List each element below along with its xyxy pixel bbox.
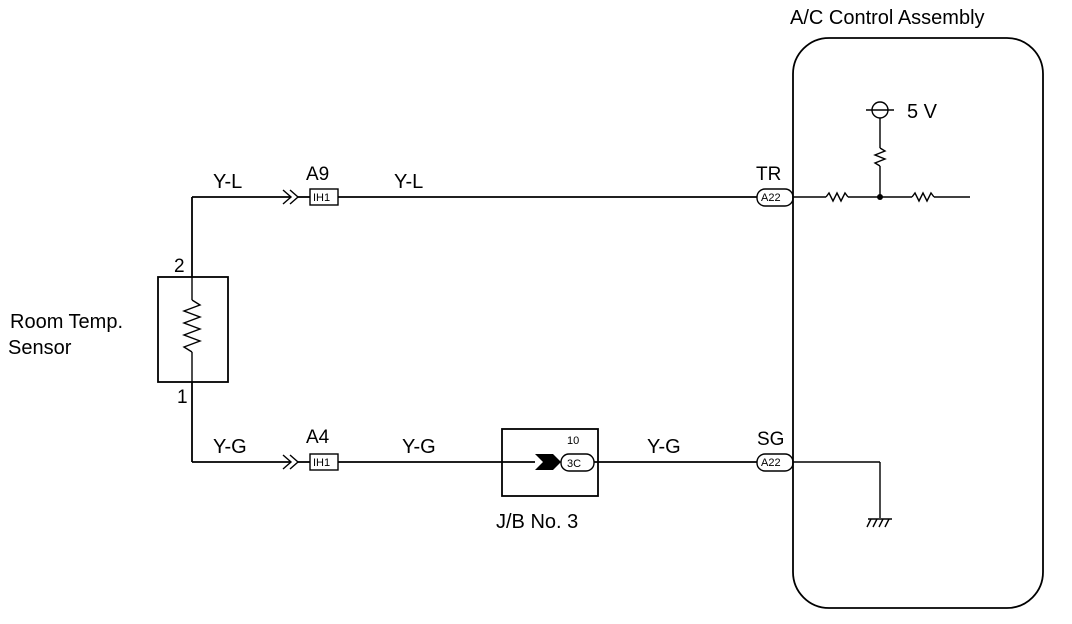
jb-connector-code: 3C: [567, 458, 581, 470]
connector-a4-code: IH1: [313, 457, 330, 469]
thermistor-icon: [182, 299, 202, 353]
wire-bottom-right-color: Y-G: [647, 436, 681, 458]
connector-tr-label: TR: [756, 164, 781, 185]
connector-sg-code: A22: [761, 457, 781, 469]
ground-icon: [866, 518, 892, 528]
connector-tr-code: A22: [761, 192, 781, 204]
sensor-name-line2: Sensor: [8, 337, 72, 359]
wire-bottom-mid-color: Y-G: [402, 436, 436, 458]
connector-a9-label: A9: [306, 164, 329, 185]
connector-tr-pin: [756, 188, 794, 207]
connector-a9-code: IH1: [313, 192, 330, 204]
series-resistor-2-icon: [911, 191, 935, 203]
supply-voltage-label: 5 V: [907, 101, 938, 123]
ac-control-assembly-box: [792, 37, 1044, 609]
pullup-resistor-icon: [873, 147, 887, 167]
jb-pin-number: 10: [567, 435, 579, 447]
sensor-pin-1: 1: [177, 387, 188, 408]
connector-a4-label: A4: [306, 427, 330, 448]
supply-5v-icon: [866, 101, 894, 119]
junction-block-name: J/B No. 3: [496, 511, 578, 533]
wire-top-right-color: Y-L: [394, 171, 423, 193]
wire-bottom-left-color: Y-G: [213, 436, 247, 458]
sensor-name-line1: Room Temp.: [10, 311, 123, 333]
wire-top-left-color: Y-L: [213, 171, 242, 193]
series-resistor-1-icon: [825, 191, 849, 203]
connector-sg-label: SG: [757, 429, 784, 450]
connector-sg-pin: [756, 453, 794, 472]
jb-connector-arrow-icon: [535, 454, 561, 470]
room-temp-sensor-box: [157, 276, 229, 383]
assembly-title: A/C Control Assembly: [790, 7, 985, 29]
sensor-pin-2: 2: [174, 256, 185, 277]
